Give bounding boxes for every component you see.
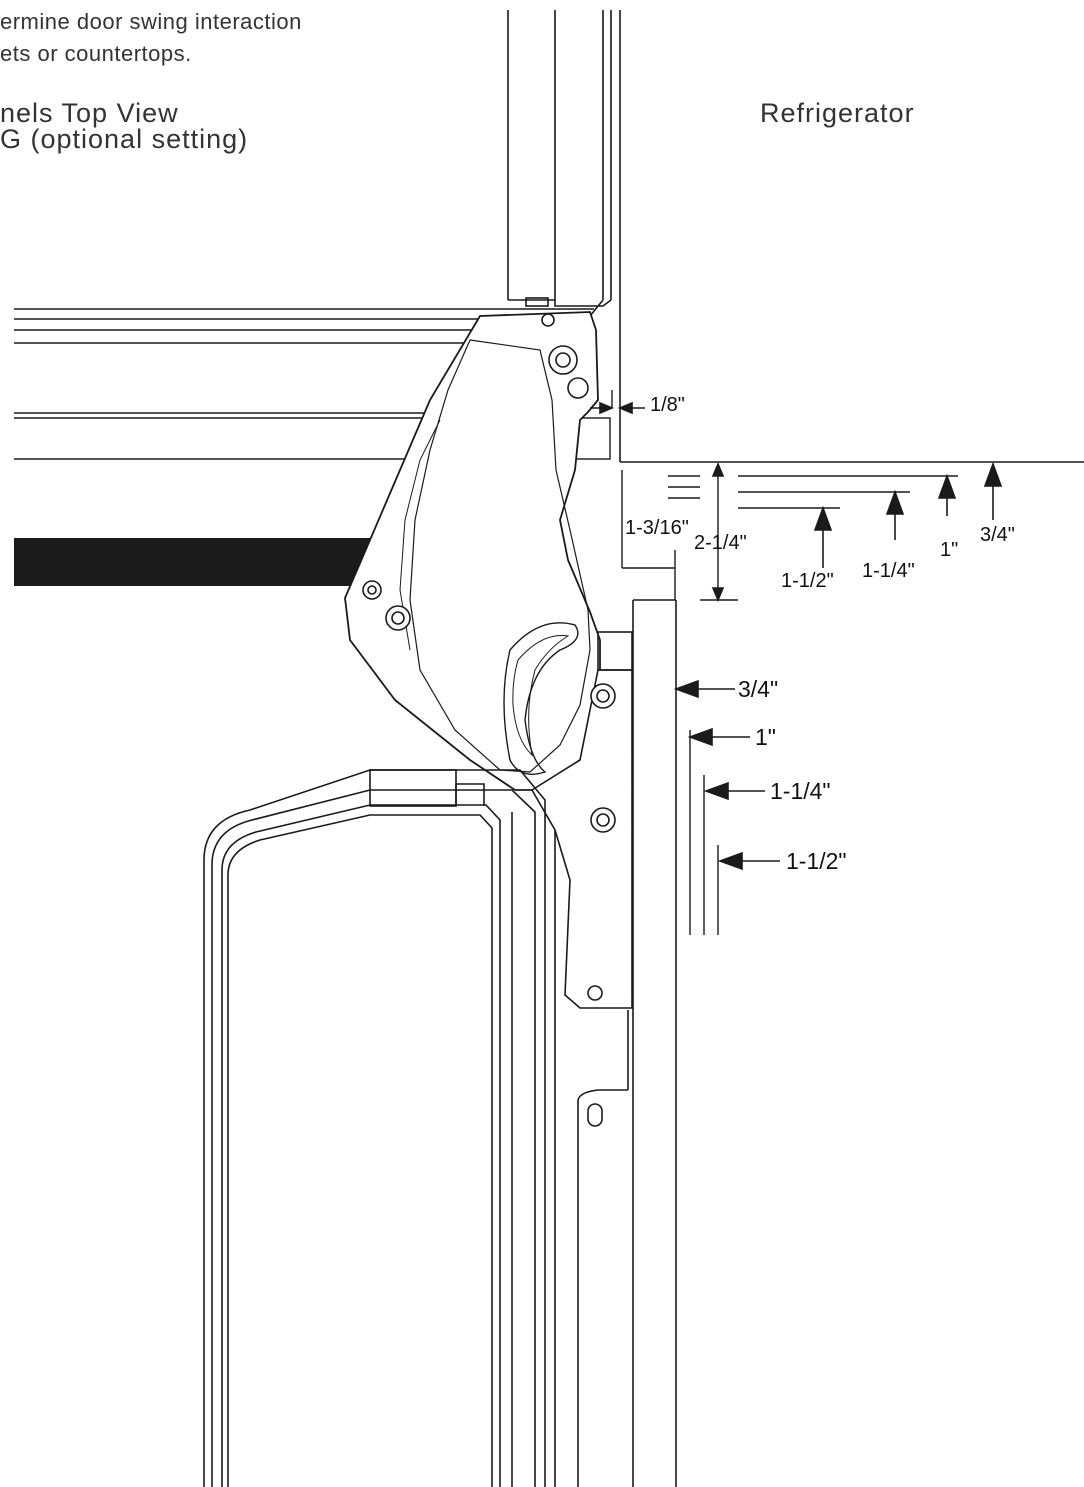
side-dimension-lines <box>689 730 719 935</box>
cabinet-rails <box>14 308 611 460</box>
black-gasket-bar <box>14 538 370 586</box>
note-line-1: ermine door swing interaction <box>0 9 302 34</box>
lower-door-frame <box>203 769 556 1487</box>
refrigerator-outline <box>619 10 1084 463</box>
dim-side-arrow-4: 1-1/2" <box>786 848 847 874</box>
dim-side-arrow-1: 3/4" <box>738 676 779 702</box>
dim-top-arrow-1: 1-1/2" <box>781 570 834 592</box>
hinge-arm <box>344 311 601 791</box>
view-heading-2: G (optional setting) <box>0 124 249 154</box>
top-arrows <box>813 461 1003 568</box>
dim-top-arrow-2: 1-1/4" <box>862 560 915 582</box>
door-edge <box>577 599 677 1487</box>
upper-door-panel <box>507 10 612 317</box>
view-heading-1: nels Top View <box>0 98 179 128</box>
note-line-2: ets or countertops. <box>0 41 192 66</box>
hinge-screws <box>362 313 589 631</box>
dim-side-arrow-3: 1-1/4" <box>770 778 831 804</box>
side-arrows <box>599 401 780 871</box>
dim-gap-top: 1/8" <box>650 394 685 416</box>
refrigerator-label: Refrigerator <box>760 98 915 128</box>
dim-side-arrow-2: 1" <box>755 724 776 750</box>
dim-top-arrow-4: 3/4" <box>980 524 1015 546</box>
mounting-bracket <box>530 631 633 1009</box>
dim-offset-y: 2-1/4" <box>694 532 747 554</box>
dim-top-arrow-3: 1" <box>940 539 959 561</box>
dim-offset-x: 1-3/16" <box>625 517 689 539</box>
